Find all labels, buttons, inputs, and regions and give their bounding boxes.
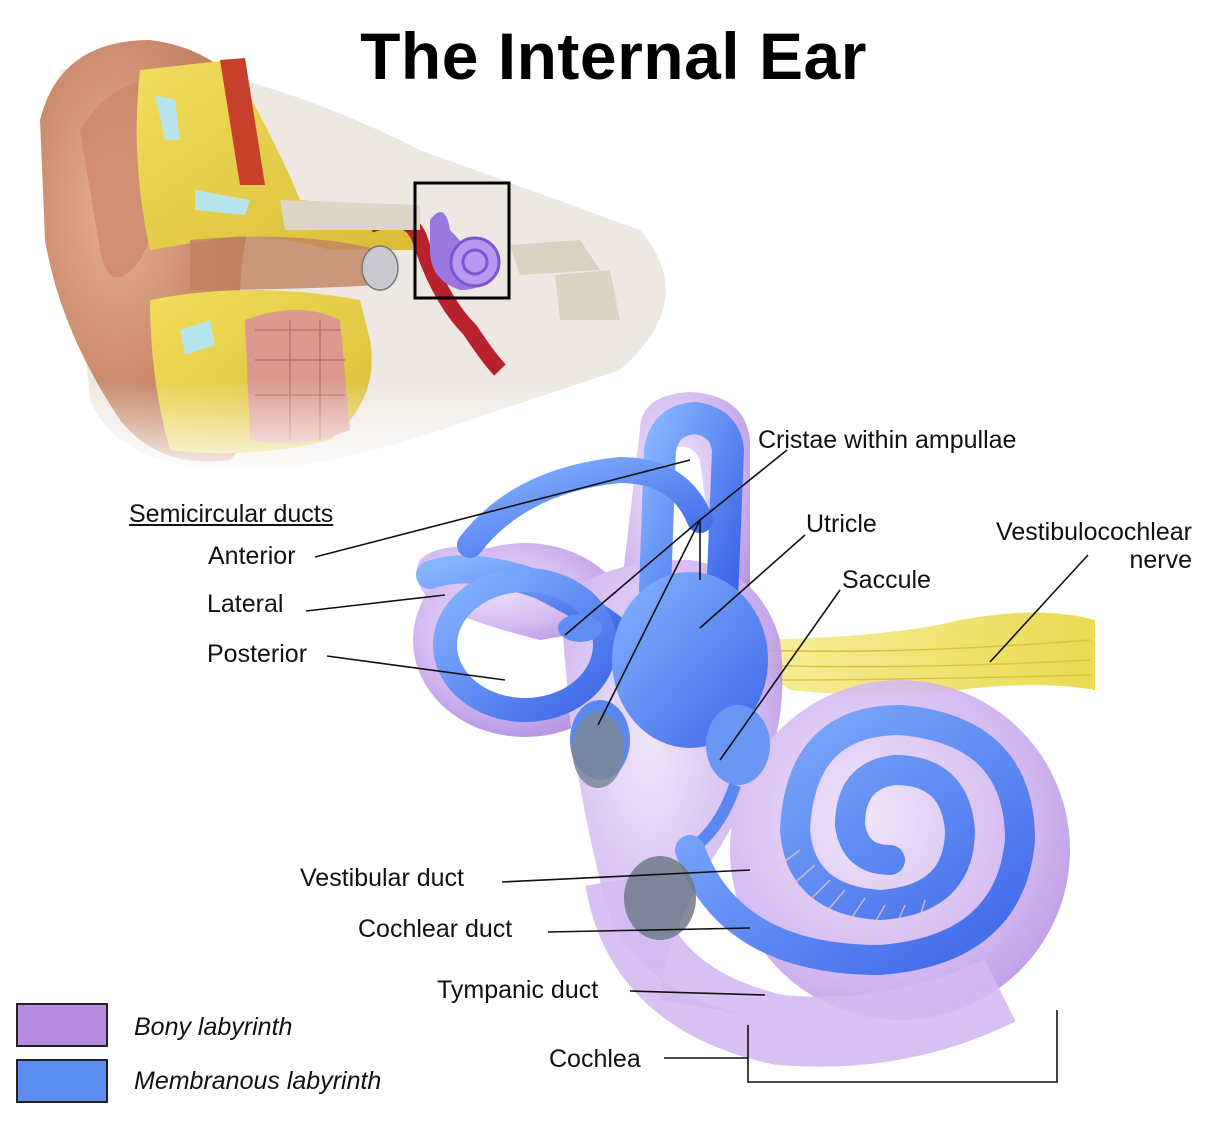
label-saccule: Saccule <box>842 566 931 594</box>
diagram-title: The Internal Ear <box>360 19 867 93</box>
legend-label-bony-labyrinth: Bony labyrinth <box>134 1013 293 1041</box>
label-cochlear-duct: Cochlear duct <box>358 915 513 943</box>
label-lateral: Lateral <box>207 590 284 618</box>
label-utricle: Utricle <box>806 510 877 538</box>
label-vestibular-duct: Vestibular duct <box>300 864 464 892</box>
label-anterior: Anterior <box>208 542 296 570</box>
label-vestibulocochlear-nerve: Vestibulocochlear nerve <box>950 518 1192 574</box>
label-cochlea: Cochlea <box>549 1045 641 1073</box>
legend-label-membranous-labyrinth: Membranous labyrinth <box>134 1067 382 1095</box>
label-vestibulocochlear-line1: Vestibulocochlear <box>996 518 1192 546</box>
label-semicircular-ducts: Semicircular ducts <box>129 500 334 528</box>
label-cristae: Cristae within ampullae <box>758 426 1017 454</box>
label-posterior: Posterior <box>207 640 308 668</box>
label-vestibulocochlear-line2: nerve <box>1129 546 1192 574</box>
legend-swatch-bony-labyrinth <box>16 1003 108 1047</box>
label-tympanic-duct: Tympanic duct <box>437 976 599 1004</box>
label-leader-lines <box>305 449 1089 1083</box>
membranous-labyrinth <box>416 401 1036 976</box>
outer-ear-section <box>30 40 666 480</box>
legend-swatch-membranous-labyrinth <box>16 1059 108 1103</box>
